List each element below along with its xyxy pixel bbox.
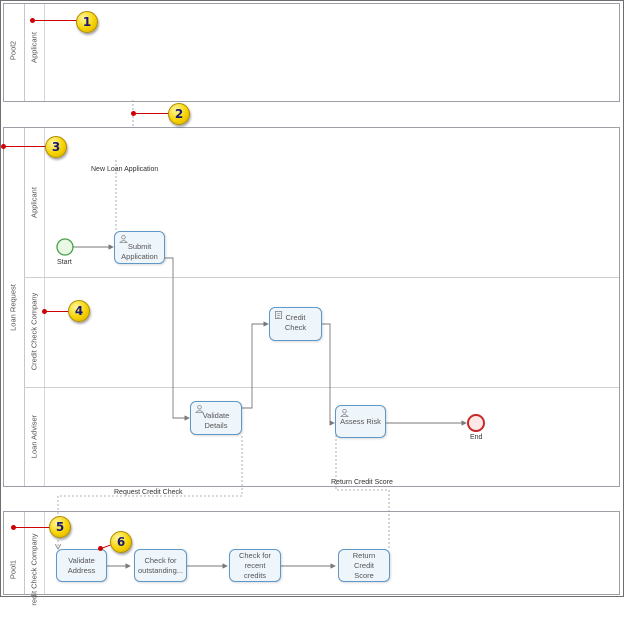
task-return-credit-score[interactable]: Return Credit Score — [338, 549, 390, 582]
loan-request-lane-headers — [24, 128, 45, 486]
task-credit-check[interactable]: Credit Check — [269, 307, 322, 341]
task-validate-details[interactable]: Validate Details — [190, 401, 242, 435]
message-flow-return-credit-score — [335, 432, 390, 548]
callout-5-dot — [11, 525, 16, 530]
callout-4-dot — [42, 309, 47, 314]
connectors-layer — [0, 100, 485, 569]
callout-badge-6: 6 — [110, 531, 132, 553]
callout-5-line — [14, 527, 50, 528]
user-task-icon — [119, 235, 128, 243]
sequence-submit-to-validate — [164, 257, 190, 421]
task-validate-details-label: Validate Details — [202, 411, 230, 430]
callout-2-line — [134, 113, 170, 114]
task-check-outstanding[interactable]: Check for outstanding... — [134, 549, 187, 582]
pool1-lane-header — [24, 512, 45, 594]
callout-badge-5: 5 — [49, 516, 71, 538]
pool2-lane-header — [24, 4, 45, 101]
callout-2-dot — [131, 111, 136, 116]
user-task-icon — [195, 405, 204, 413]
callout-1-line — [33, 20, 78, 21]
start-event-label: Start — [57, 259, 72, 266]
task-validate-address-label: Validate Address — [67, 555, 96, 575]
callout-4-line — [45, 311, 69, 312]
callout-1-dot — [30, 18, 35, 23]
task-submit-application[interactable]: Submit Application — [114, 231, 165, 264]
message-flow-request-credit-check — [58, 436, 243, 549]
task-check-outstanding-label: Check for outstanding... — [137, 555, 184, 575]
task-check-recent-credits-label: Check for recent credits — [238, 550, 272, 580]
callout-badge-3: 3 — [45, 136, 67, 158]
script-task-icon — [275, 311, 282, 319]
message-label-request-credit-check: Request Credit Check — [114, 489, 183, 496]
callout-3-dot — [1, 144, 6, 149]
pool1-header — [4, 512, 25, 594]
task-assess-risk-label: Assess Risk — [340, 416, 381, 426]
callout-badge-1: 1 — [76, 11, 98, 33]
callout-badge-4: 4 — [68, 300, 90, 322]
sequence-validate-to-credit-check — [242, 321, 269, 409]
callout-6-dot — [98, 546, 103, 551]
bpmn-diagram-canvas: Pool2 Applicant Loan Request Applicant C… — [0, 0, 624, 606]
task-validate-address[interactable]: Validate Address — [56, 549, 107, 582]
message-label-new-loan-application: New Loan Application — [91, 166, 159, 173]
task-check-recent-credits[interactable]: Check for recent credits — [229, 549, 281, 582]
message-label-return-credit-score: Return Credit Score — [331, 479, 393, 486]
lane-separator-2 — [24, 387, 619, 388]
start-event — [56, 238, 74, 256]
pool2[interactable] — [3, 3, 620, 102]
lane-separator-1 — [24, 277, 619, 278]
pool2-header — [4, 4, 25, 101]
end-event-label: End — [470, 434, 483, 441]
sequence-credit-check-to-assess — [322, 323, 335, 426]
callout-badge-2: 2 — [168, 103, 190, 125]
user-task-icon — [340, 409, 349, 417]
task-assess-risk[interactable]: Assess Risk — [335, 405, 386, 438]
task-credit-check-label: Credit Check — [284, 312, 307, 332]
task-return-credit-score-label: Return Credit Score — [352, 550, 376, 580]
task-submit-application-label: Submit Application — [121, 241, 158, 261]
loan-request-header — [4, 128, 25, 486]
end-event — [467, 414, 485, 432]
callout-3-line — [4, 146, 46, 147]
